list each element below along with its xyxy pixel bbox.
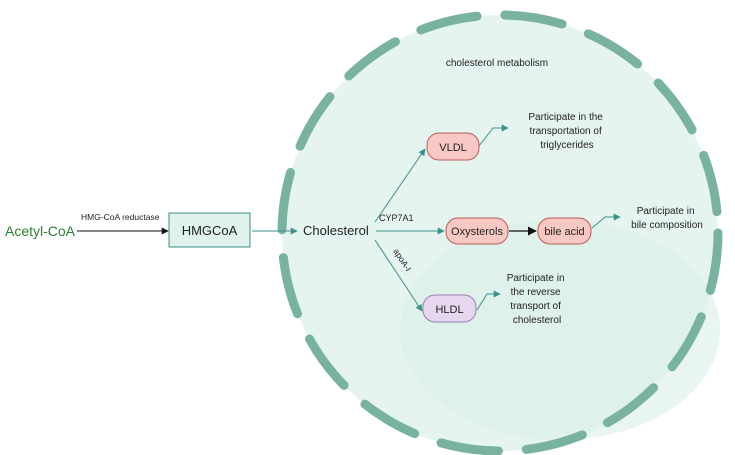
- arrow-bile-acid-to-note: [591, 213, 621, 229]
- acetyl-coa-label: Acetyl-CoA: [5, 223, 76, 239]
- vldl-note: Participate in the transportation of tri…: [528, 112, 605, 151]
- arrow-vldl-to-note: [478, 124, 509, 147]
- bile-acid-label: bile acid: [544, 226, 584, 238]
- vldl-note-line-2: transportation of: [529, 126, 601, 137]
- vldl-node: [426, 132, 480, 161]
- hldl-label: HLDL: [435, 304, 463, 316]
- oxysterols-label: Oxysterols: [451, 226, 503, 238]
- hldl-note-line-1: Participate in: [507, 273, 565, 284]
- cell-highlight: [400, 220, 720, 440]
- hldl-node: [422, 294, 477, 323]
- bile-note-line-1: Participate in: [637, 206, 695, 217]
- vldl-note-line-3: triglycerides: [540, 140, 593, 151]
- cholesterol-label: Cholesterol: [303, 223, 369, 238]
- cyp7a1-label: CYP7A1: [379, 213, 414, 223]
- vldl-label: VLDL: [439, 142, 467, 154]
- arrow-cholesterol-to-hldl: [374, 239, 423, 312]
- bile-acid-node: [537, 217, 592, 245]
- hldl-note-line-2: the reverse: [511, 287, 561, 298]
- vldl-note-line-1: Participate in the: [528, 112, 603, 123]
- oxysterols-node: [445, 217, 509, 245]
- hmgcoa-label: HMGCoA: [182, 223, 238, 238]
- hmgcoa-box: [168, 212, 251, 248]
- arrow-cholesterol-to-vldl: [374, 148, 426, 223]
- hmg-coa-reductase-label: HMG-CoA reductase: [81, 212, 160, 222]
- hldl-note: Participate in the reverse transport of …: [507, 273, 568, 326]
- arrow-hldl-to-note: [476, 290, 501, 311]
- hldl-note-line-3: transport of: [510, 301, 561, 312]
- diagram-title: cholesterol metabolism: [446, 58, 548, 69]
- bile-note: Participate in bile composition: [631, 206, 703, 231]
- bile-note-line-2: bile composition: [631, 220, 703, 231]
- cell-membrane: [277, 10, 723, 455]
- hldl-note-line-4: cholesterol: [513, 315, 561, 326]
